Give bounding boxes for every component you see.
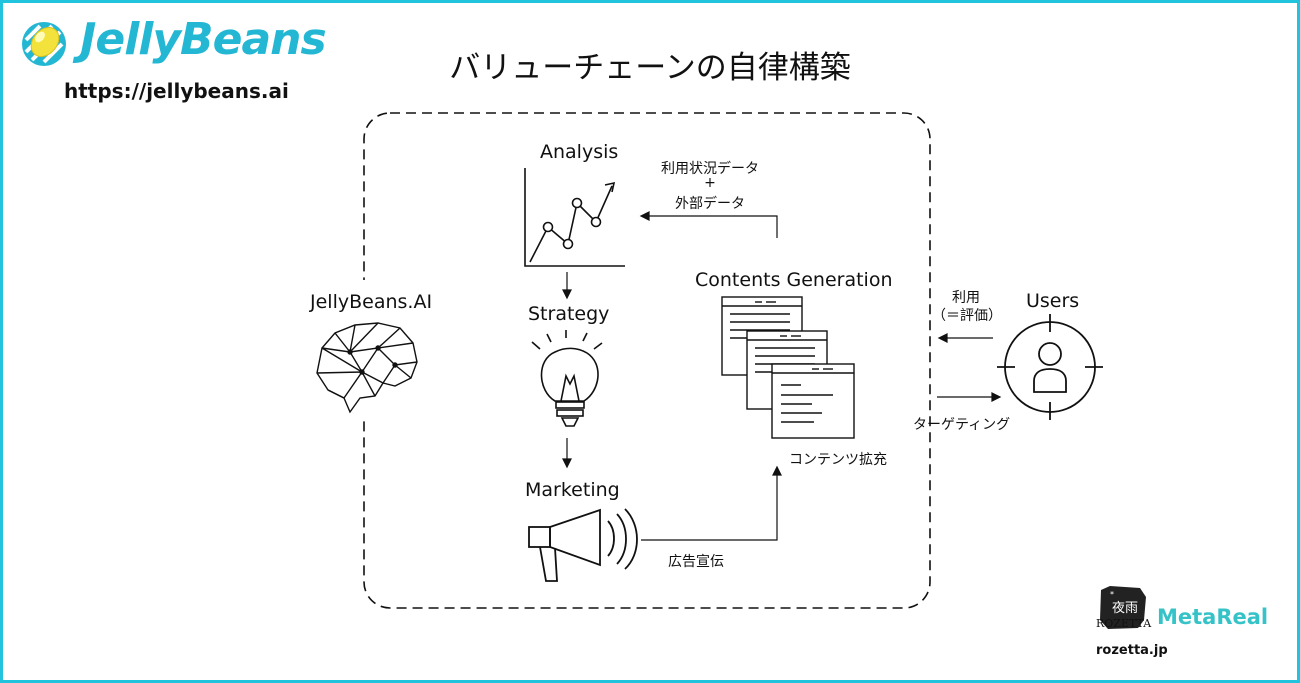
node-label-strategy: Strategy [528,303,610,325]
arrow-targeting-users [937,392,1002,402]
arrow-contents-analysis [639,211,778,238]
arrow-analysis-strategy [562,272,572,300]
svg-text:夜雨: 夜雨 [1112,601,1138,616]
edge-label-targeting: ターゲティング [913,417,1011,433]
metareal-logo: MetaReal [1157,605,1269,629]
line-chart-icon [524,168,625,267]
node-label-contents: Contents Generation [695,269,893,291]
edge-label-advertising: 広告宣伝 [668,554,724,570]
node-label-ai: JellyBeans.AI [310,291,433,313]
edge-label-usage-line2: （＝評価） [932,308,1002,324]
edge-label-data-line2: 外部データ [675,196,745,212]
brand-url[interactable]: https://jellybeans.ai [64,79,289,103]
arrow-strategy-marketing [562,438,572,469]
document-stack-icon [721,296,855,439]
page-title: バリューチェーンの自律構築 [449,50,851,86]
brand-logo-text[interactable]: JellyBeans [80,14,327,65]
svg-text:*: * [1110,590,1114,599]
node-label-marketing: Marketing [525,479,620,501]
jellybean-logo-icon [22,22,66,66]
edge-label-content-expand: コンテンツ拡充 [789,452,887,468]
arrow-users-usage [937,333,993,343]
node-label-users: Users [1026,290,1080,312]
rozetta-mark: ROZETTA [1096,617,1152,630]
node-label-analysis: Analysis [540,141,619,163]
rozetta-logo-icon: 夜雨 * [1100,586,1146,629]
light-bulb-icon [531,330,603,427]
rozetta-url[interactable]: rozetta.jp [1096,643,1168,658]
edge-label-usage-line1: 利用 [952,290,980,306]
edge-label-data-line1: 利用状況データ [661,161,759,177]
arrow-marketing-contents [641,465,782,541]
user-target-icon [997,314,1103,420]
brain-network-icon [316,322,418,414]
megaphone-icon [528,508,638,582]
edge-label-data-plus: + [704,175,716,191]
